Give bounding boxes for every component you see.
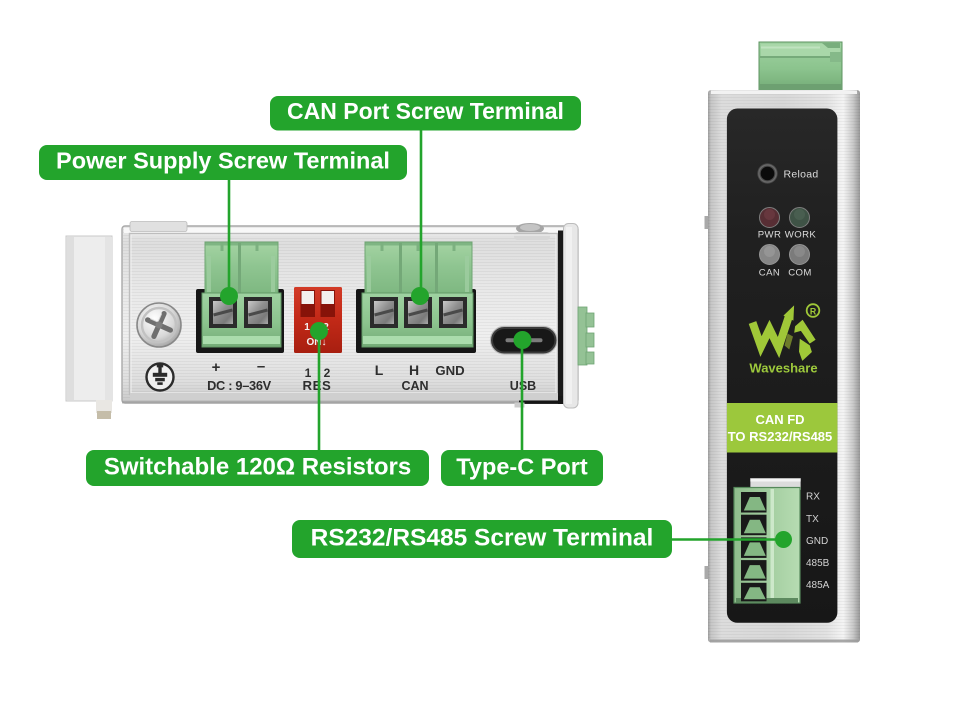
svg-text:Type-C Port: Type-C Port	[456, 454, 588, 480]
svg-text:CAN: CAN	[759, 268, 780, 279]
svg-text:Switchable 120Ω Resistors: Switchable 120Ω Resistors	[104, 454, 411, 481]
svg-text:RX: RX	[806, 492, 820, 503]
svg-text:CAN FD: CAN FD	[755, 412, 804, 427]
svg-text:CAN Port Screw Terminal: CAN Port Screw Terminal	[287, 98, 564, 124]
svg-text:R: R	[810, 306, 817, 316]
svg-text:DC : 9–36V: DC : 9–36V	[207, 378, 272, 393]
svg-text:TX: TX	[806, 514, 819, 525]
svg-text:COM: COM	[788, 268, 812, 279]
svg-text:TO RS232/RS485: TO RS232/RS485	[728, 429, 833, 444]
svg-text:CAN: CAN	[401, 379, 428, 393]
svg-text:2: 2	[324, 366, 331, 380]
svg-text:PWR: PWR	[758, 230, 782, 241]
svg-text:+: +	[212, 359, 221, 376]
svg-text:WORK: WORK	[785, 230, 817, 241]
svg-text:485A: 485A	[806, 580, 830, 591]
svg-text:485B: 485B	[806, 558, 830, 569]
svg-text:GND: GND	[435, 363, 464, 378]
svg-text:Reload: Reload	[784, 169, 819, 181]
svg-text:1: 1	[304, 322, 310, 333]
svg-text:L: L	[375, 362, 384, 378]
svg-text:GND: GND	[806, 536, 828, 547]
svg-text:Waveshare: Waveshare	[749, 361, 817, 376]
svg-text:ON↓: ON↓	[307, 337, 327, 348]
svg-text:1: 1	[305, 366, 312, 380]
svg-text:RES: RES	[303, 378, 332, 393]
svg-text:H: H	[409, 362, 419, 378]
svg-text:–: –	[257, 358, 265, 375]
svg-text:Power Supply Screw Terminal: Power Supply Screw Terminal	[56, 148, 390, 174]
svg-text:RS232/RS485 Screw Terminal: RS232/RS485 Screw Terminal	[311, 525, 654, 552]
